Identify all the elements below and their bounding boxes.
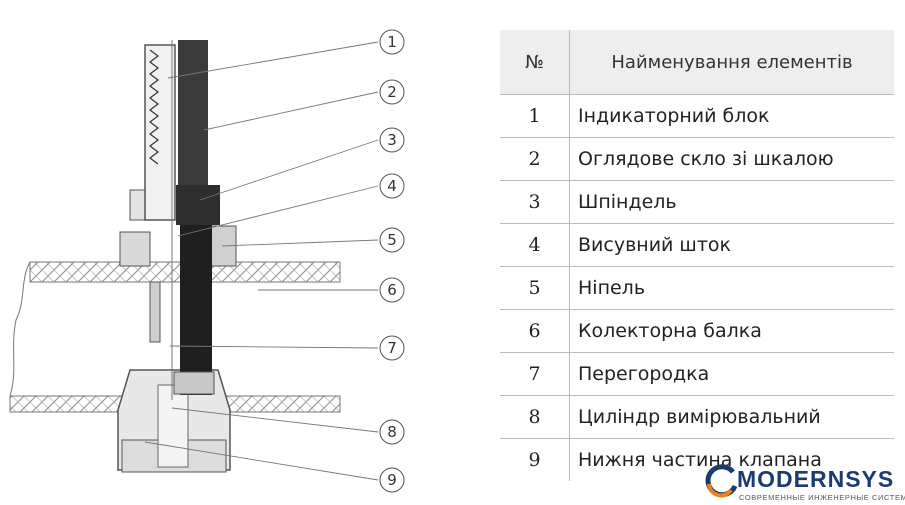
leader-lines	[144, 41, 379, 481]
svg-text:1: 1	[387, 33, 397, 51]
row-number: 2	[500, 137, 570, 181]
row-name: Індикаторний блок	[569, 94, 894, 138]
row-name: Оглядове скло зі шкалою	[569, 137, 894, 181]
spindle-rod	[171, 40, 220, 400]
modernsys-logo: MODERNSYS СОВРЕМЕННЫЕ ИНЖЕНЕРНЫЕ СИСТЕМЫ	[703, 464, 905, 504]
callout-6: 6	[379, 277, 405, 303]
row-number: 4	[500, 223, 570, 267]
svg-text:4: 4	[387, 177, 397, 195]
row-number: 9	[500, 438, 570, 481]
callout-3: 3	[379, 127, 405, 153]
table-row: 9 Нижня частина клапана	[500, 438, 894, 481]
header-number: №	[500, 30, 570, 95]
row-name: Висувний шток	[569, 223, 894, 267]
row-name: Шпіндель	[569, 180, 894, 224]
row-number: 7	[500, 352, 570, 396]
row-name: Ніпель	[569, 266, 894, 310]
callout-4: 4	[379, 173, 405, 199]
logo-swoosh-icon	[705, 464, 738, 498]
callout-markers: 1 2 3 4 5 6 7 8 9	[379, 29, 405, 493]
valve-cross-section-diagram: 1 2 3 4 5 6 7 8 9	[9, 29, 405, 493]
callout-1: 1	[379, 29, 405, 55]
row-number: 1	[500, 94, 570, 138]
row-name: Колекторна балка	[569, 309, 894, 353]
row-number: 5	[500, 266, 570, 310]
logo-tagline: СОВРЕМЕННЫЕ ИНЖЕНЕРНЫЕ СИСТЕМЫ	[739, 493, 905, 502]
table-header-row: № Найменування елементів	[500, 30, 894, 95]
callout-7: 7	[379, 335, 405, 361]
svg-text:6: 6	[387, 281, 397, 299]
svg-text:7: 7	[387, 339, 397, 357]
svg-text:2: 2	[387, 83, 397, 101]
callout-2: 2	[379, 79, 405, 105]
svg-text:5: 5	[387, 231, 397, 249]
logo-brand-text: MODERNSYS	[737, 466, 895, 492]
row-name: Циліндр вимірювальний	[569, 395, 894, 439]
callout-8: 8	[379, 419, 405, 445]
row-name: Нижня частина клапана	[578, 449, 822, 471]
row-number: 6	[500, 309, 570, 353]
callout-9: 9	[379, 467, 405, 493]
callout-5: 5	[379, 227, 405, 253]
svg-text:3: 3	[387, 131, 397, 149]
row-name: Перегородка	[569, 352, 894, 396]
svg-text:8: 8	[387, 423, 397, 441]
svg-text:9: 9	[387, 471, 397, 489]
row-number: 8	[500, 395, 570, 439]
indicator-housing	[144, 44, 176, 221]
header-element-name: Найменування елементів	[569, 30, 894, 95]
row-number: 3	[500, 180, 570, 224]
